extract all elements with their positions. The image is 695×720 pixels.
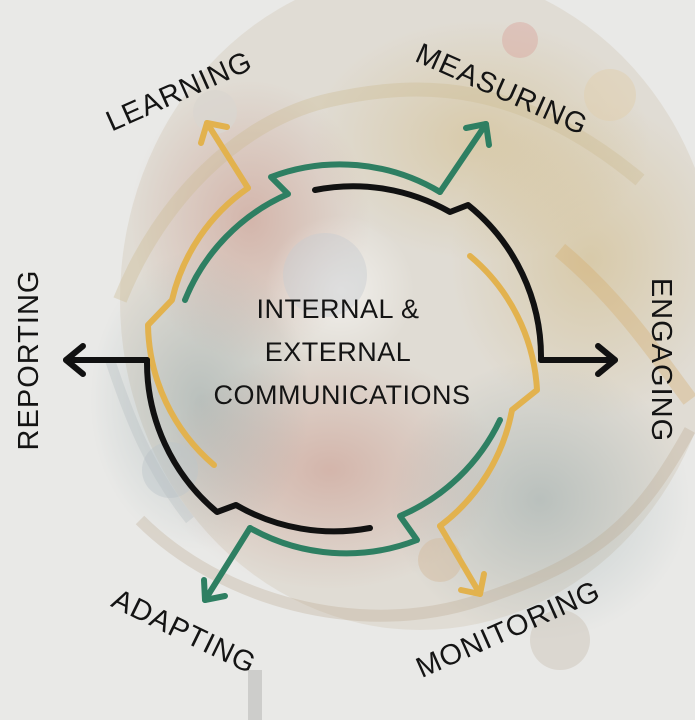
black-cycle-right	[312, 183, 545, 363]
center-title-line-2: EXTERNAL	[265, 337, 412, 367]
gold-cycle-right	[437, 253, 540, 529]
center-title-line-3: COMMUNICATIONS	[214, 380, 471, 410]
learning-arrow	[198, 120, 251, 191]
engaging-arrow	[538, 343, 618, 377]
black-cycle-left	[143, 357, 373, 535]
green-cycle-bottom	[247, 417, 503, 557]
measuring-arrow	[437, 121, 492, 195]
adapting-arrow	[201, 525, 253, 603]
reporting-arrow	[63, 343, 150, 377]
center-title-line-1: INTERNAL &	[256, 294, 419, 324]
center-title: INTERNAL & EXTERNAL COMMUNICATIONS	[214, 294, 471, 410]
green-cycle-top	[182, 161, 443, 303]
label-engaging: ENGAGING	[645, 278, 677, 442]
monitoring-arrow	[437, 523, 487, 597]
gold-cycle-left	[145, 185, 251, 468]
label-reporting: REPORTING	[13, 270, 45, 451]
